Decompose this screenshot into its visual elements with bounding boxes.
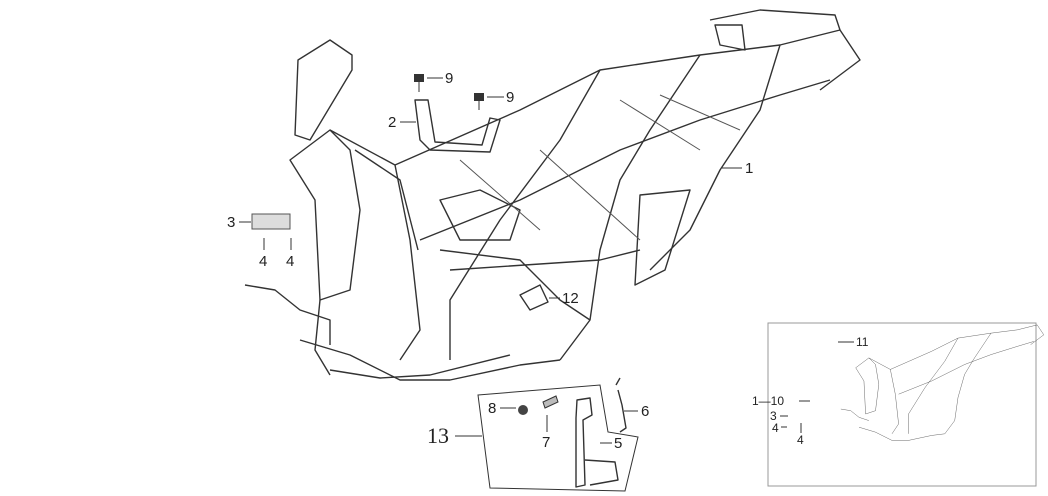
- inset-callout-rivet-a: 4: [772, 421, 779, 435]
- callout-stopper: 12: [562, 290, 579, 307]
- main-frame: [244, 9, 861, 381]
- callout-rivet-b: 4: [286, 253, 295, 270]
- inset-leaders: [780, 341, 854, 433]
- callout-spring: 6: [641, 403, 650, 420]
- stand-part: [575, 397, 593, 488]
- callout-stand-nut: 8: [488, 400, 497, 417]
- inset-callout-plate: 11: [856, 335, 869, 349]
- spring-part: [615, 377, 627, 433]
- stand-kit-outline: [477, 384, 639, 492]
- inset-callout-vin-plate: 1—10: [752, 394, 785, 408]
- callout-bolt-a: 9: [445, 70, 454, 87]
- bolt-icon: [414, 74, 424, 92]
- inset-callout-rivet-b: 4: [797, 433, 804, 447]
- inset-frame: [840, 324, 1045, 441]
- inset-box: [767, 322, 1037, 487]
- inset-callout-sticker: 3: [770, 409, 777, 423]
- sticker-part: [251, 213, 291, 230]
- callout-bracket: 2: [388, 114, 397, 131]
- callout-frame: 1: [745, 160, 754, 177]
- callout-rivet-a: 4: [259, 253, 268, 270]
- callout-stand-bolt: 7: [542, 434, 551, 451]
- bracket-part: [414, 99, 501, 153]
- callout-bolt-b: 9: [506, 89, 515, 106]
- bolt-icon: [542, 395, 559, 409]
- leader-lines: [239, 77, 742, 444]
- bolt-icon: [474, 93, 484, 110]
- callout-stand-kit: 13: [427, 423, 449, 448]
- callout-stand: 5: [614, 435, 623, 452]
- callout-sticker: 3: [227, 214, 236, 231]
- stopper-part: [519, 284, 549, 311]
- nut-icon: [518, 405, 528, 415]
